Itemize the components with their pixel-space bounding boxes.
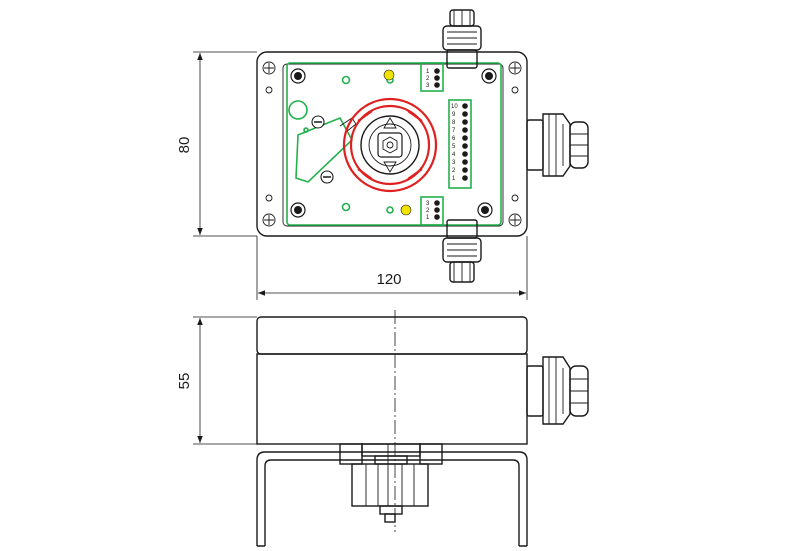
dimension-width: 120 bbox=[256, 236, 528, 300]
micro-switch bbox=[295, 115, 357, 184]
dimension-height-top: 80 bbox=[176, 51, 257, 237]
terminal-block-right: 1 2 3 4 5 6 7 8 9 10 bbox=[448, 99, 472, 189]
cable-gland-bottom bbox=[442, 219, 482, 283]
terminal-right-label-7: 7 bbox=[452, 128, 456, 134]
pcb-mount-screws bbox=[290, 68, 497, 218]
terminal-bottom-label-1: 1 bbox=[426, 215, 430, 221]
terminal-right-label-6: 6 bbox=[452, 136, 456, 142]
terminal-top-label-2: 2 bbox=[426, 76, 430, 82]
housing-inner bbox=[282, 63, 504, 227]
terminal-right-label-5: 5 bbox=[452, 144, 456, 150]
led-indicators bbox=[383, 69, 412, 216]
cable-gland-top bbox=[442, 9, 482, 69]
led-top bbox=[383, 69, 395, 81]
cable-gland-side bbox=[526, 356, 589, 425]
mounting-bracket bbox=[256, 451, 528, 547]
shaft-assembly bbox=[339, 443, 443, 523]
led-bottom bbox=[400, 204, 412, 216]
dim-label-80: 80 bbox=[176, 137, 193, 154]
side-view bbox=[256, 310, 589, 547]
cable-gland-right bbox=[526, 113, 589, 177]
terminal-block-bottom: 1 2 3 bbox=[420, 196, 444, 226]
terminal-right-label-8: 8 bbox=[452, 120, 456, 126]
housing-lid-side bbox=[256, 316, 528, 355]
terminal-right-label-9: 9 bbox=[452, 112, 456, 118]
pcb-board bbox=[286, 62, 502, 226]
terminal-top-label-1: 1 bbox=[426, 69, 430, 75]
housing-body-side bbox=[256, 353, 528, 445]
top-view: 1 2 3 1 2 3 4 5 6 7 8 9 10 bbox=[256, 9, 589, 283]
terminal-right-label-1: 1 bbox=[452, 176, 456, 182]
terminal-right-label-10: 10 bbox=[451, 104, 458, 110]
terminal-bottom-label-3: 3 bbox=[426, 201, 430, 207]
terminal-top-label-3: 3 bbox=[426, 83, 430, 89]
terminal-right-label-3: 3 bbox=[452, 160, 456, 166]
terminal-block-top: 1 2 3 bbox=[420, 62, 444, 92]
dim-label-120: 120 bbox=[376, 271, 401, 288]
actuator-knob bbox=[342, 97, 438, 193]
terminal-right-label-2: 2 bbox=[452, 168, 456, 174]
dimension-height-side: 55 bbox=[176, 316, 257, 445]
corner-screws bbox=[262, 61, 522, 227]
pcb-holes bbox=[288, 75, 394, 214]
terminal-bottom-label-2: 2 bbox=[426, 208, 430, 214]
dim-label-55: 55 bbox=[176, 373, 193, 390]
terminal-right-label-4: 4 bbox=[452, 152, 456, 158]
